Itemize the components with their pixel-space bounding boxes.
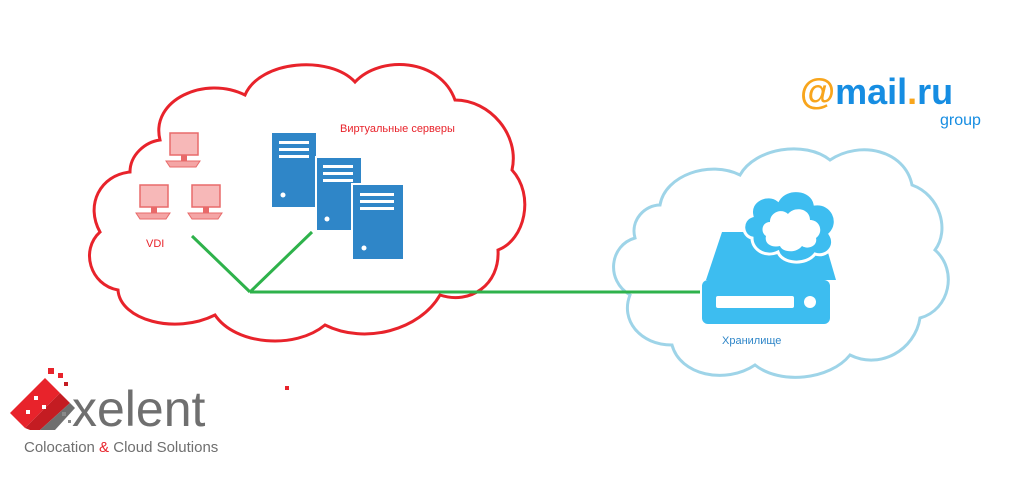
pc-icon	[165, 132, 201, 168]
xelent-dot	[285, 386, 289, 390]
storage-drive-icon	[702, 232, 836, 324]
xelent-tagline: Colocation & Cloud Solutions	[24, 439, 218, 456]
xelent-pixel-mark-icon	[10, 368, 75, 430]
link-vdi	[190, 234, 252, 294]
storage-label: Хранилище	[722, 335, 781, 347]
server-icon	[351, 183, 405, 261]
pc-icon	[135, 184, 171, 220]
cloud-icon	[742, 189, 837, 264]
virtual-servers-label: Виртуальные серверы	[340, 123, 455, 135]
xelent-logo: xelent Colocation & Cloud Solutions	[10, 368, 289, 456]
vdi-label: VDI	[146, 238, 164, 250]
xelent-wordmark: xelent	[72, 381, 206, 437]
mailru-group-logo: @mail.ru group	[800, 71, 981, 129]
storage-cloud	[612, 147, 950, 379]
mailru-logo-subtitle: group	[940, 112, 981, 129]
mailru-logo-text: @mail.ru	[800, 71, 953, 112]
server-icon	[272, 133, 316, 207]
private-cloud	[88, 63, 527, 343]
pc-icon	[187, 184, 223, 220]
vdi-workstations: VDI	[135, 132, 223, 250]
virtual-servers: Виртуальные серверы	[272, 123, 455, 261]
cloud-storage: Хранилище	[702, 189, 837, 347]
network-links	[190, 230, 700, 294]
link-servers	[248, 230, 314, 294]
